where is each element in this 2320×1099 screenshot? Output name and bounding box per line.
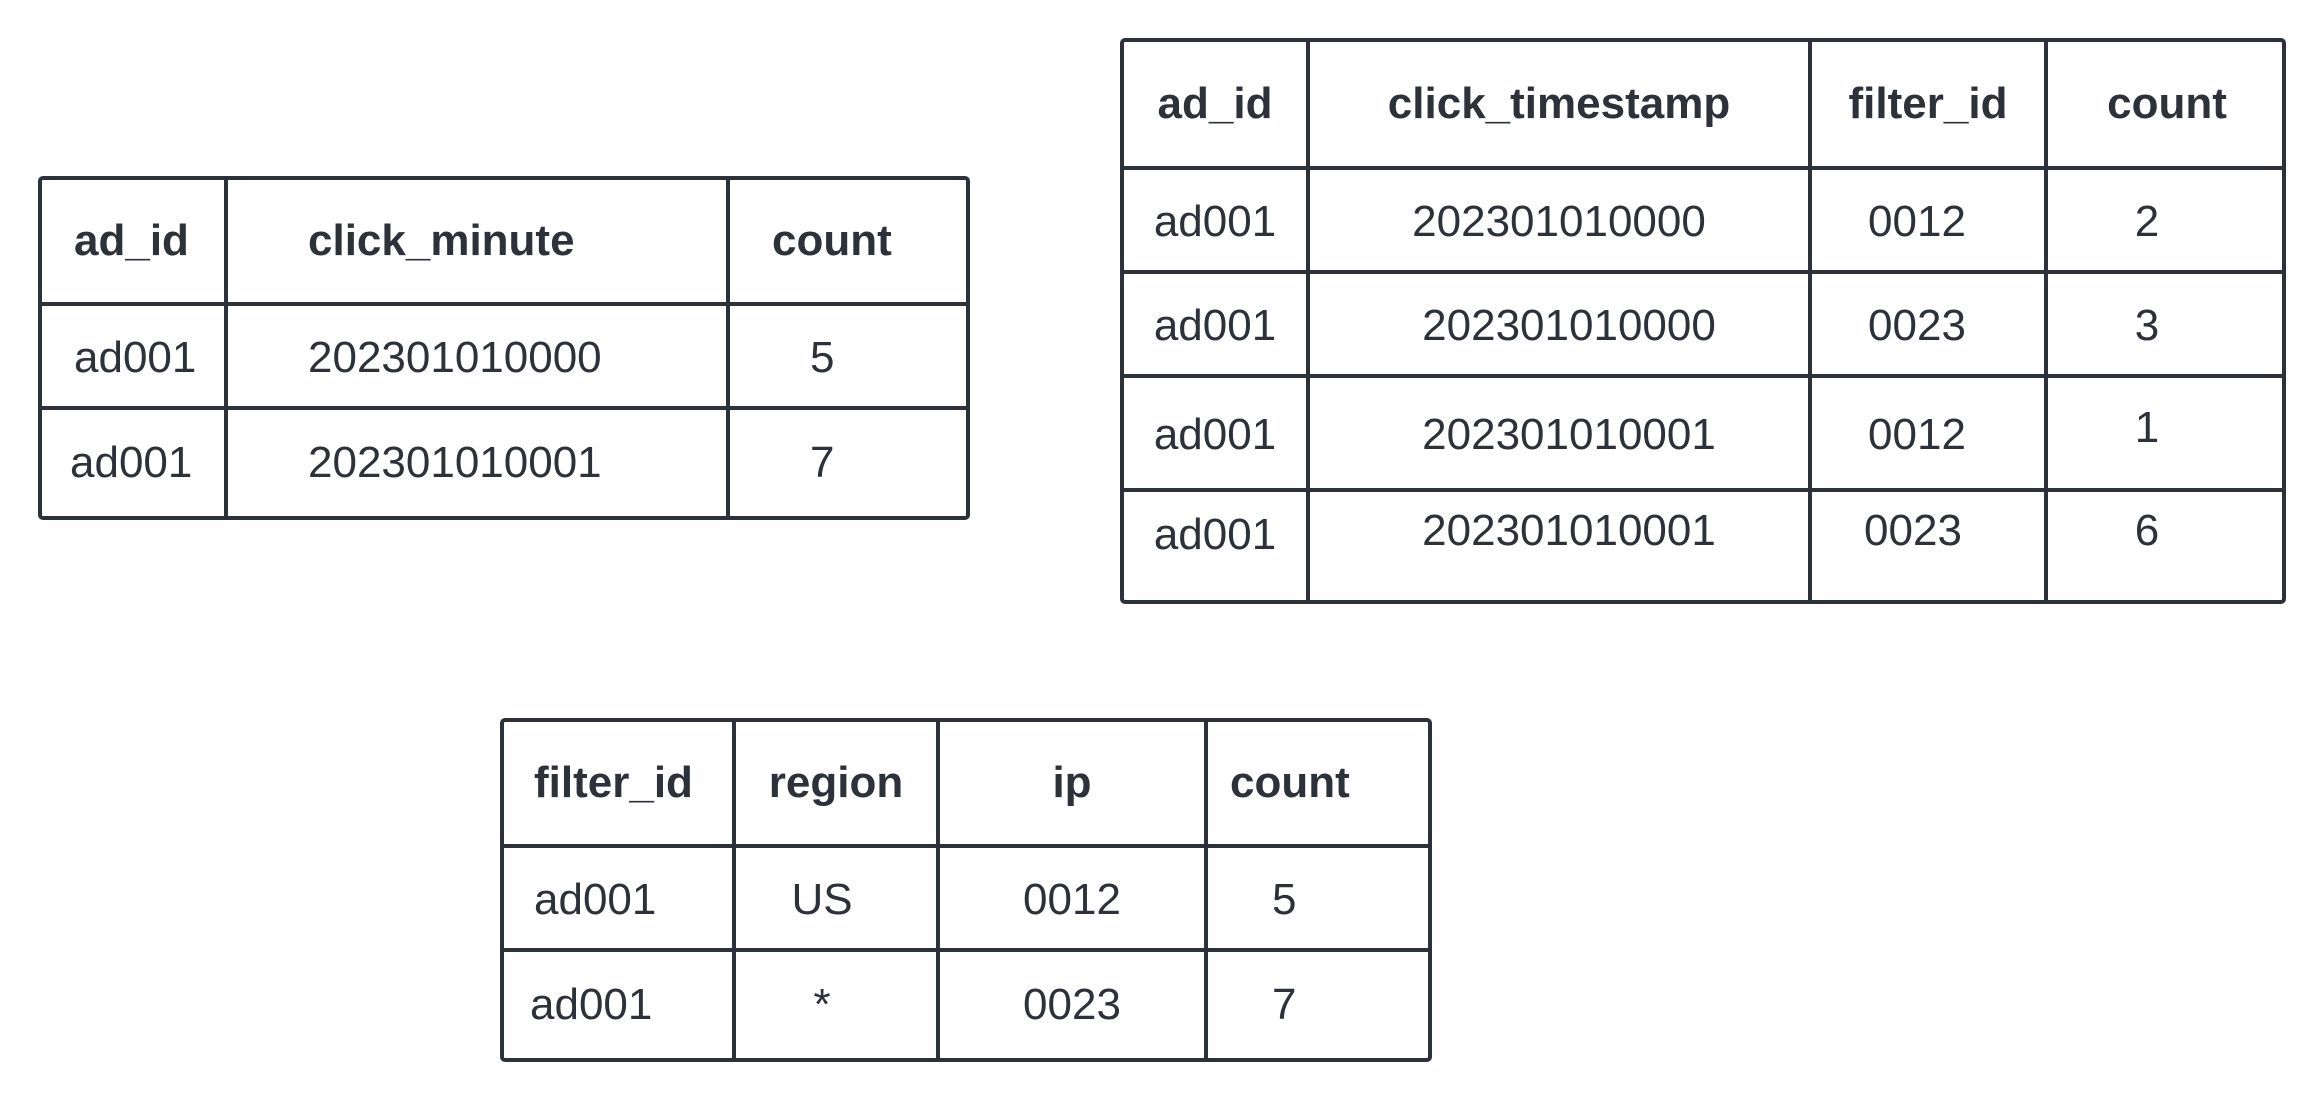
table-cell: ad001: [70, 438, 193, 487]
header-row: ad_id click_minute count: [42, 180, 966, 302]
header-cell: ad_id: [1157, 79, 1273, 128]
table-cell: 0012: [1023, 875, 1121, 924]
table-cell: ad001: [534, 875, 657, 924]
table-cell: 5: [810, 333, 835, 382]
timestamp-filter-count-table: ad_id click_timestamp filter_id count ad…: [1120, 38, 2286, 604]
table-cell: ad001: [1153, 301, 1277, 350]
table-cell: 202301010000: [308, 333, 602, 382]
minute-click-count-table: ad_id click_minute count ad001 202301010…: [38, 176, 970, 520]
table-cell: 5: [1272, 875, 1297, 924]
column-divider: [732, 722, 736, 1058]
column-divider: [936, 722, 940, 1058]
table-cell: 2: [2134, 197, 2160, 246]
table-cell: 0012: [1868, 410, 1966, 459]
table-cell: ad001: [1153, 410, 1277, 459]
table-cell: 1: [2134, 403, 2160, 452]
table-cell: 202301010000: [1422, 301, 1716, 350]
header-cell: click_minute: [308, 216, 575, 265]
table-row: ad001 202301010000 5: [42, 302, 966, 410]
table-cell: 202301010001: [1422, 410, 1716, 459]
table-cell: 3: [2134, 301, 2160, 350]
table-cell: 0023: [1868, 301, 1966, 350]
header-cell: region: [768, 758, 904, 807]
header-row: ad_id click_timestamp filter_id count: [1124, 42, 2282, 166]
header-cell: filter_id: [534, 758, 693, 807]
table-cell: US: [791, 875, 853, 924]
header-cell: count: [772, 216, 892, 265]
table-cell: 202301010001: [1422, 506, 1716, 555]
table-row: ad001 202301010001 0023 6: [1124, 488, 2282, 600]
table-cell: 202301010000: [1412, 197, 1706, 246]
header-cell: ip: [1052, 758, 1092, 807]
table-cell: 202301010001: [308, 438, 602, 487]
table-row: ad001 * 0023 7: [504, 948, 1428, 1058]
table-cell: 0012: [1868, 197, 1966, 246]
column-divider: [726, 180, 730, 516]
table-cell: ad001: [1153, 510, 1277, 559]
column-divider: [1306, 42, 1310, 600]
table-cell: 7: [1272, 980, 1297, 1029]
header-cell: count: [2107, 79, 2227, 128]
header-cell: count: [1230, 758, 1350, 807]
column-divider: [1808, 42, 1812, 600]
table-cell: ad001: [1153, 197, 1277, 246]
column-divider: [224, 180, 228, 516]
column-divider: [1204, 722, 1208, 1058]
table-cell: 6: [2134, 506, 2160, 555]
table-row: ad001 202301010001 0012 1: [1124, 374, 2282, 492]
table-cell: *: [813, 980, 831, 1029]
header-cell: filter_id: [1848, 79, 2008, 128]
table-cell: 7: [810, 438, 835, 487]
filter-region-ip-count-table: filter_id region ip count ad001 US 0012 …: [500, 718, 1432, 1062]
table-row: ad001 202301010000 0012 2: [1124, 166, 2282, 274]
column-divider: [2044, 42, 2048, 600]
table-cell: 0023: [1864, 506, 1962, 555]
table-row: ad001 202301010000 0023 3: [1124, 270, 2282, 378]
table-cell: ad001: [74, 333, 197, 382]
header-row: filter_id region ip count: [504, 722, 1428, 844]
header-cell: click_timestamp: [1387, 79, 1731, 128]
header-cell: ad_id: [74, 216, 189, 265]
table-cell: 0023: [1023, 980, 1121, 1029]
table-row: ad001 US 0012 5: [504, 844, 1428, 952]
table-cell: ad001: [530, 980, 653, 1029]
table-row: ad001 202301010001 7: [42, 406, 966, 516]
